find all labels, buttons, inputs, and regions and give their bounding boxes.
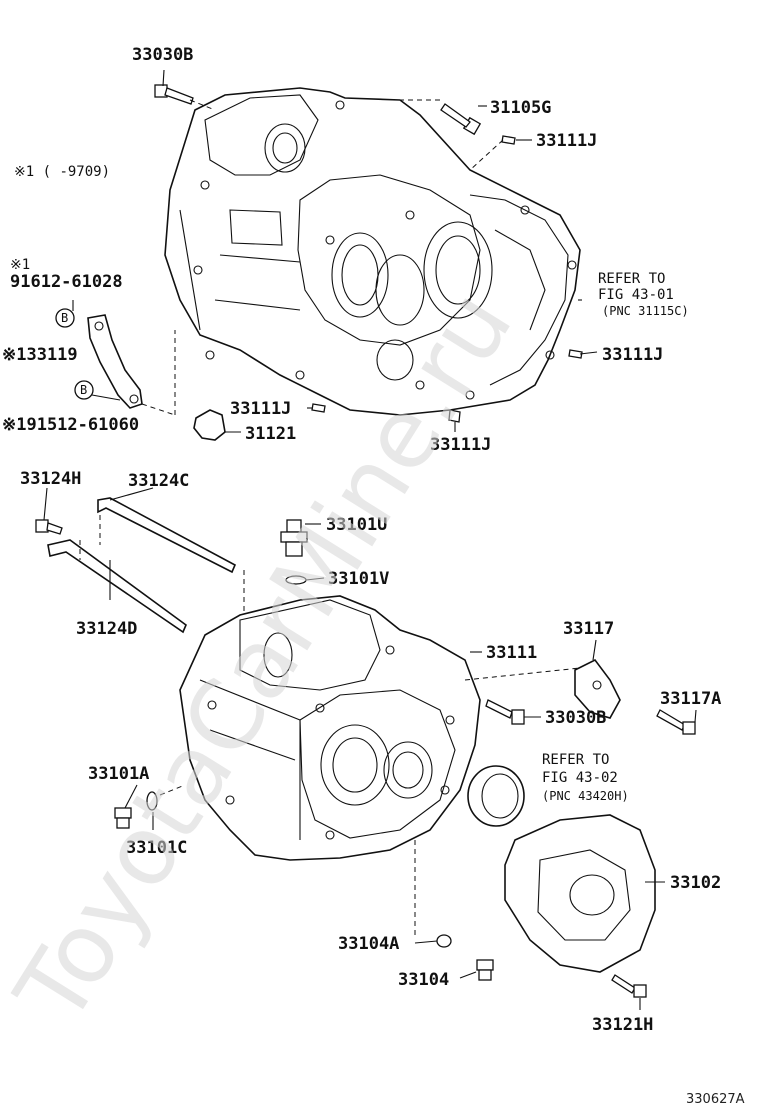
label-91612-61028[interactable]: 91612-61028 bbox=[10, 272, 123, 292]
plug-33101U bbox=[280, 519, 308, 557]
rod-33124C bbox=[97, 497, 237, 574]
label-33121H[interactable]: 33121H bbox=[592, 1015, 653, 1035]
washer-33101C bbox=[146, 791, 158, 811]
label-33101A[interactable]: 33101A bbox=[88, 764, 149, 784]
ref1-line1: REFER TO bbox=[598, 271, 665, 287]
label-33102[interactable]: 33102 bbox=[670, 873, 721, 893]
plug-33101A bbox=[114, 807, 132, 829]
transmission-housing bbox=[164, 87, 581, 416]
label-33111J-b[interactable]: 33111J bbox=[230, 399, 291, 419]
label-91512-61060[interactable]: ※191512-61060 bbox=[2, 415, 139, 435]
note-range: ※1 ( -9709) bbox=[14, 164, 110, 180]
bolt-33030B-top bbox=[154, 84, 194, 105]
ref1-line2[interactable]: FIG 43-01 bbox=[598, 287, 674, 303]
circle-b-2 bbox=[74, 380, 94, 400]
label-31105G[interactable]: 31105G bbox=[490, 98, 551, 118]
label-33104A[interactable]: 33104A bbox=[338, 934, 399, 954]
label-33117[interactable]: 33117 bbox=[563, 619, 614, 639]
label-33124D[interactable]: 33124D bbox=[76, 619, 137, 639]
pin-33111J-c bbox=[568, 349, 583, 359]
label-33117A[interactable]: 33117A bbox=[660, 689, 721, 709]
label-33124H[interactable]: 33124H bbox=[20, 469, 81, 489]
diagram-code: 330627A bbox=[686, 1092, 745, 1107]
label-33119[interactable]: ※133119 bbox=[2, 345, 78, 365]
label-33111J-a[interactable]: 33111J bbox=[536, 131, 597, 151]
label-33111J-d[interactable]: 33111J bbox=[430, 435, 491, 455]
pin-33111J-d bbox=[448, 409, 461, 423]
label-33111[interactable]: 33111 bbox=[486, 643, 537, 663]
note-star: ※1 bbox=[10, 257, 30, 273]
label-33111J-c[interactable]: 33111J bbox=[602, 345, 663, 365]
ref2-line1: REFER TO bbox=[542, 752, 609, 768]
transmission-case bbox=[179, 595, 481, 861]
bolt-33121H bbox=[611, 974, 647, 998]
washer-33104A bbox=[436, 934, 452, 948]
leader-lines bbox=[43, 69, 697, 1010]
bolt-31105G bbox=[440, 103, 482, 136]
label-33101U[interactable]: 33101U bbox=[326, 515, 387, 535]
label-33101C[interactable]: 33101C bbox=[126, 838, 187, 858]
bracket-33119 bbox=[87, 314, 143, 409]
label-31121[interactable]: 31121 bbox=[245, 424, 296, 444]
bolt-33124H bbox=[35, 519, 63, 535]
label-33101V[interactable]: 33101V bbox=[328, 569, 389, 589]
cap-31121 bbox=[193, 409, 226, 441]
label-33104[interactable]: 33104 bbox=[398, 970, 449, 990]
bracket-33117 bbox=[574, 658, 621, 719]
ref1-line3: (PNC 31115C) bbox=[602, 304, 689, 318]
ref2-line2[interactable]: FIG 43-02 bbox=[542, 770, 618, 786]
circle-b-1-text: B bbox=[61, 311, 68, 325]
label-33030B-top[interactable]: 33030B bbox=[132, 45, 193, 65]
pin-33111J-b bbox=[311, 403, 326, 413]
part-labels: 33030B 31105G 33111J ※1 ( -9709) ※1 9161… bbox=[2, 45, 745, 1107]
label-33124C[interactable]: 33124C bbox=[128, 471, 189, 491]
oil-seal bbox=[467, 765, 525, 827]
label-33030B-mid[interactable]: 33030B bbox=[545, 708, 606, 728]
plug-33104 bbox=[476, 959, 494, 981]
rod-33124D bbox=[47, 539, 187, 634]
bolt-33030B-mid bbox=[485, 699, 525, 725]
bolt-33117A bbox=[656, 709, 696, 735]
cover-33102 bbox=[504, 814, 656, 973]
pin-33111J-a bbox=[501, 135, 516, 145]
ref2-line3: (PNC 43420H) bbox=[542, 789, 629, 803]
circle-b-1 bbox=[55, 308, 75, 328]
circle-b-2-text: B bbox=[80, 383, 87, 397]
